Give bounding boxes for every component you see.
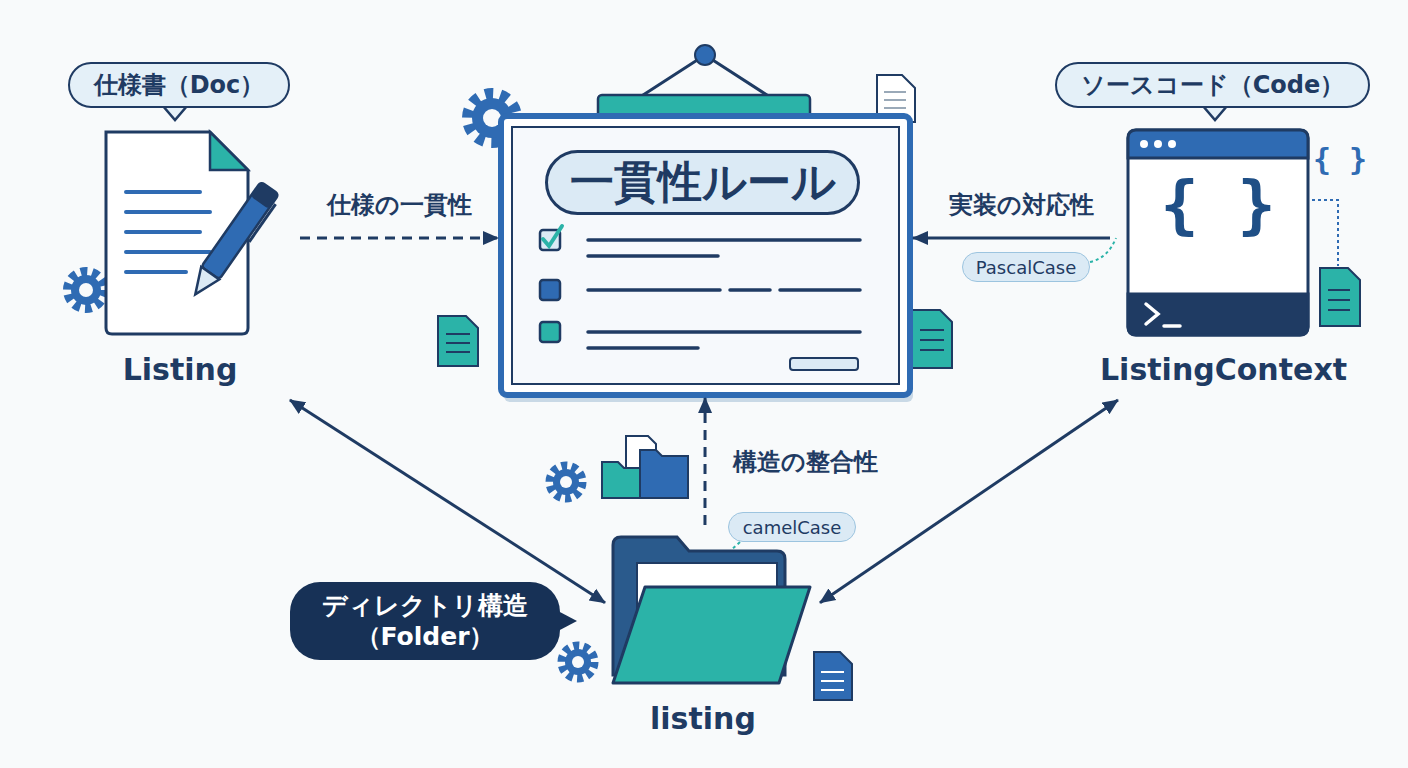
doc-icon [814,652,852,700]
case-tag: camelCase [728,512,856,542]
doc-lines [126,192,210,272]
window-dot [1154,140,1162,148]
doc-sheet [814,652,852,700]
rule-board: 一貫性ルール [498,113,913,398]
gear-body [553,469,579,495]
code-window [1128,130,1308,335]
title-pill: 一貫性ルール [545,150,860,215]
connector [703,398,706,525]
window-dot [1140,140,1148,148]
board-shadow [504,123,913,402]
doc-sheet [438,316,478,366]
window-title-bar [1128,130,1308,158]
doc-lines [1328,290,1350,310]
node-name: Listing [60,352,300,387]
hanger-pin [695,45,715,65]
node-name: ListingContext [1100,352,1336,387]
heading-bubble: 仕様書（Doc） [68,62,290,108]
board-tray [790,358,858,370]
node-name: listing [605,701,801,736]
pen-icon [186,182,281,303]
pen-clip [249,204,275,242]
checkbox [540,322,560,342]
folder-group-icon [602,436,688,498]
gear-hole [572,656,584,668]
gear-icon [562,646,594,678]
gear-hole [79,283,93,297]
connector [913,236,1110,239]
check-mark [543,226,562,246]
bubble-tail [558,611,577,631]
edge-label: 実装の対応性 [945,189,1098,221]
doc-icon [1320,268,1360,326]
folder-node: ディレクトリ構造 （Folder）listing [605,525,820,735]
doc-lines [821,672,844,690]
doc-icon [438,316,478,366]
rule-lines [588,240,860,348]
heading-bubble: ディレクトリ構造 （Folder） [290,582,560,660]
gear-hole [560,476,572,488]
terminal-prompt [1146,304,1180,326]
gear-icon [68,272,104,308]
doc-lines [446,334,470,352]
heading-bubble: ソースコード（Code） [1055,62,1370,108]
case-tag: PascalCase [962,252,1090,282]
pen-tip [186,267,219,301]
terminal-bar [1128,294,1308,335]
edge-label: 仕様の一貫性 [323,189,476,221]
bubble-tail [163,106,187,120]
doc-lines [884,92,906,108]
connector [820,400,1118,603]
gear-teeth [562,646,594,678]
edge-label: 構造の整合性 [729,446,882,478]
folder-front [613,587,810,683]
doc-fold [210,132,248,170]
board-panel [512,127,899,384]
gear-icon [550,466,582,498]
connector [290,400,605,603]
pen-body [201,182,279,280]
doc-node: 仕様書（Doc） Listing [60,58,300,400]
doc-icon [912,310,952,368]
board-frame [501,116,910,395]
doc-sheet [1320,268,1360,326]
brace-symbol: { } [1128,170,1308,240]
leader-line [1090,238,1116,262]
gear-teeth [550,466,582,498]
window-dot [1168,140,1176,148]
bubble-tail [1203,106,1227,120]
doc-lines [920,330,944,350]
gear-body [71,275,101,305]
connector [300,236,498,239]
folder-icon [602,462,640,498]
checkbox [540,280,560,300]
doc-sheet [912,310,952,368]
folder-icon [640,450,688,498]
brace-symbol: { } [1312,140,1368,180]
node-shape [60,58,300,400]
gear-teeth [68,272,104,308]
gear-body [565,649,591,675]
leader-line [1312,200,1338,266]
